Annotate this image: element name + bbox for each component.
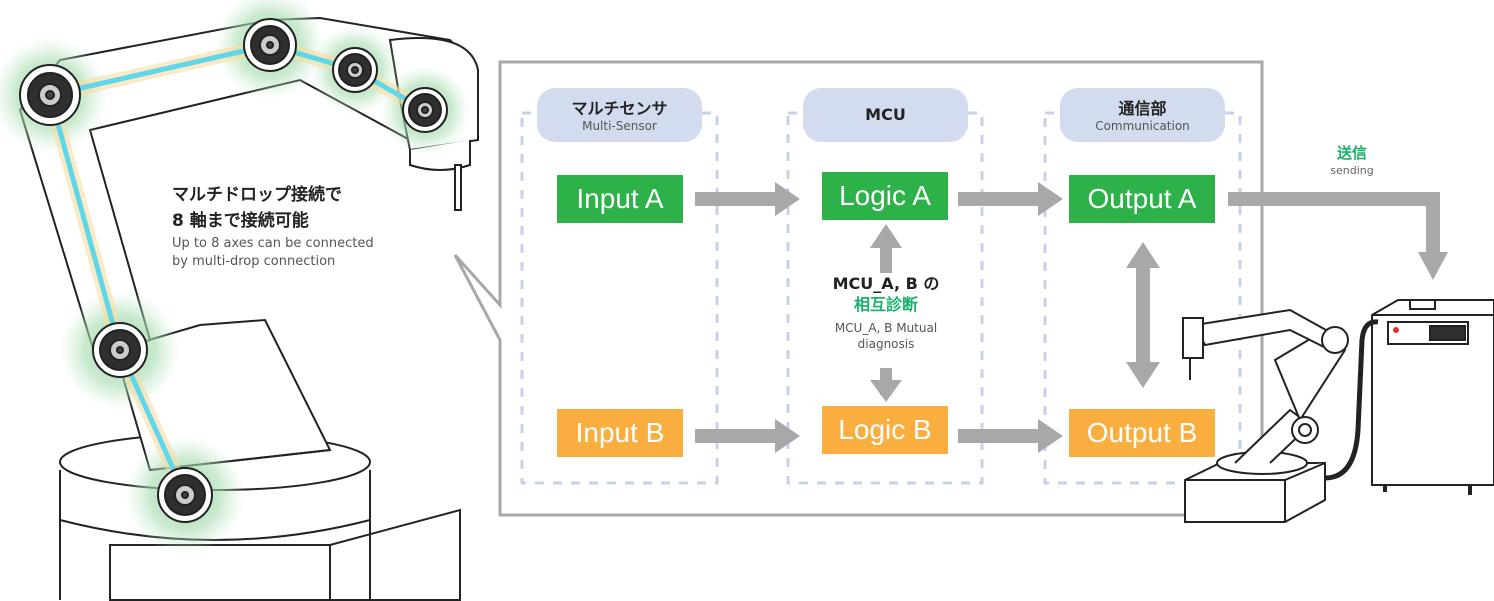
sensor-column-header: マルチセンサ Multi-Sensor [537, 88, 702, 142]
robot-annotation-en-line1: Up to 8 axes can be connected [172, 236, 374, 251]
comm-column-title: 通信部 [1118, 99, 1167, 118]
comm-column-subtitle: Communication [1095, 119, 1190, 133]
flow-arrows [695, 182, 1448, 453]
controller-cabinet [1371, 299, 1494, 495]
logic-b-block: Logic B [822, 406, 948, 454]
logic-a-block: Logic A [822, 172, 948, 220]
controller-cable [1324, 319, 1379, 481]
joint-5 [92, 322, 148, 378]
arrow-input-a-to-logic-a [695, 182, 800, 216]
input-b-block: Input B [557, 409, 683, 457]
mutual-ja-line2: 相互診断 [853, 295, 918, 314]
joint-6 [157, 467, 213, 523]
input-a-block: Input A [557, 175, 683, 223]
mutual-diagnosis-label: MCU_A, B の 相互診断 MCU_A, B Mutual diagnosi… [800, 274, 972, 352]
robot-base [59, 433, 461, 601]
sending-label-en: sending [1330, 164, 1374, 177]
arrow-logic-b-to-output-b [958, 419, 1063, 453]
robot-arm-illustration [0, 0, 479, 601]
joint-1 [19, 64, 81, 126]
arrow-input-b-to-logic-b [695, 419, 800, 453]
sensor-column-title: マルチセンサ [571, 99, 668, 118]
mutual-en-line2: diagnosis [857, 337, 915, 351]
joint-3 [332, 47, 378, 93]
arrow-mutual-diagnosis [870, 224, 902, 402]
mcu-column-title: MCU [865, 105, 906, 124]
joint-actuators [19, 18, 448, 523]
mutual-ja-line1: MCU_A, B の [832, 274, 940, 293]
arrow-sending [1228, 192, 1448, 280]
sending-label-ja: 送信 [1336, 144, 1367, 162]
joint-glows [0, 0, 470, 555]
robot-annotation-ja-line2: 8 軸まで接続可能 [172, 211, 309, 231]
arrow-output-a-output-b [1126, 242, 1160, 388]
robot-annotation-en-line2: by multi-drop connection [172, 254, 336, 269]
mutual-en-line1: MCU_A, B Mutual [834, 321, 938, 335]
joint-4 [402, 87, 448, 133]
arrow-logic-a-to-output-a [958, 182, 1063, 216]
sensor-column-subtitle: Multi-Sensor [582, 119, 657, 133]
comm-column-header: 通信部 Communication [1060, 88, 1225, 142]
output-a-block: Output A [1069, 175, 1215, 223]
small-robot-illustration [1182, 308, 1349, 523]
joint-2 [243, 18, 297, 72]
output-b-block: Output B [1069, 409, 1215, 457]
robot-annotation-ja-line1: マルチドロップ接続で [172, 185, 342, 205]
mcu-column-header: MCU [803, 88, 968, 142]
